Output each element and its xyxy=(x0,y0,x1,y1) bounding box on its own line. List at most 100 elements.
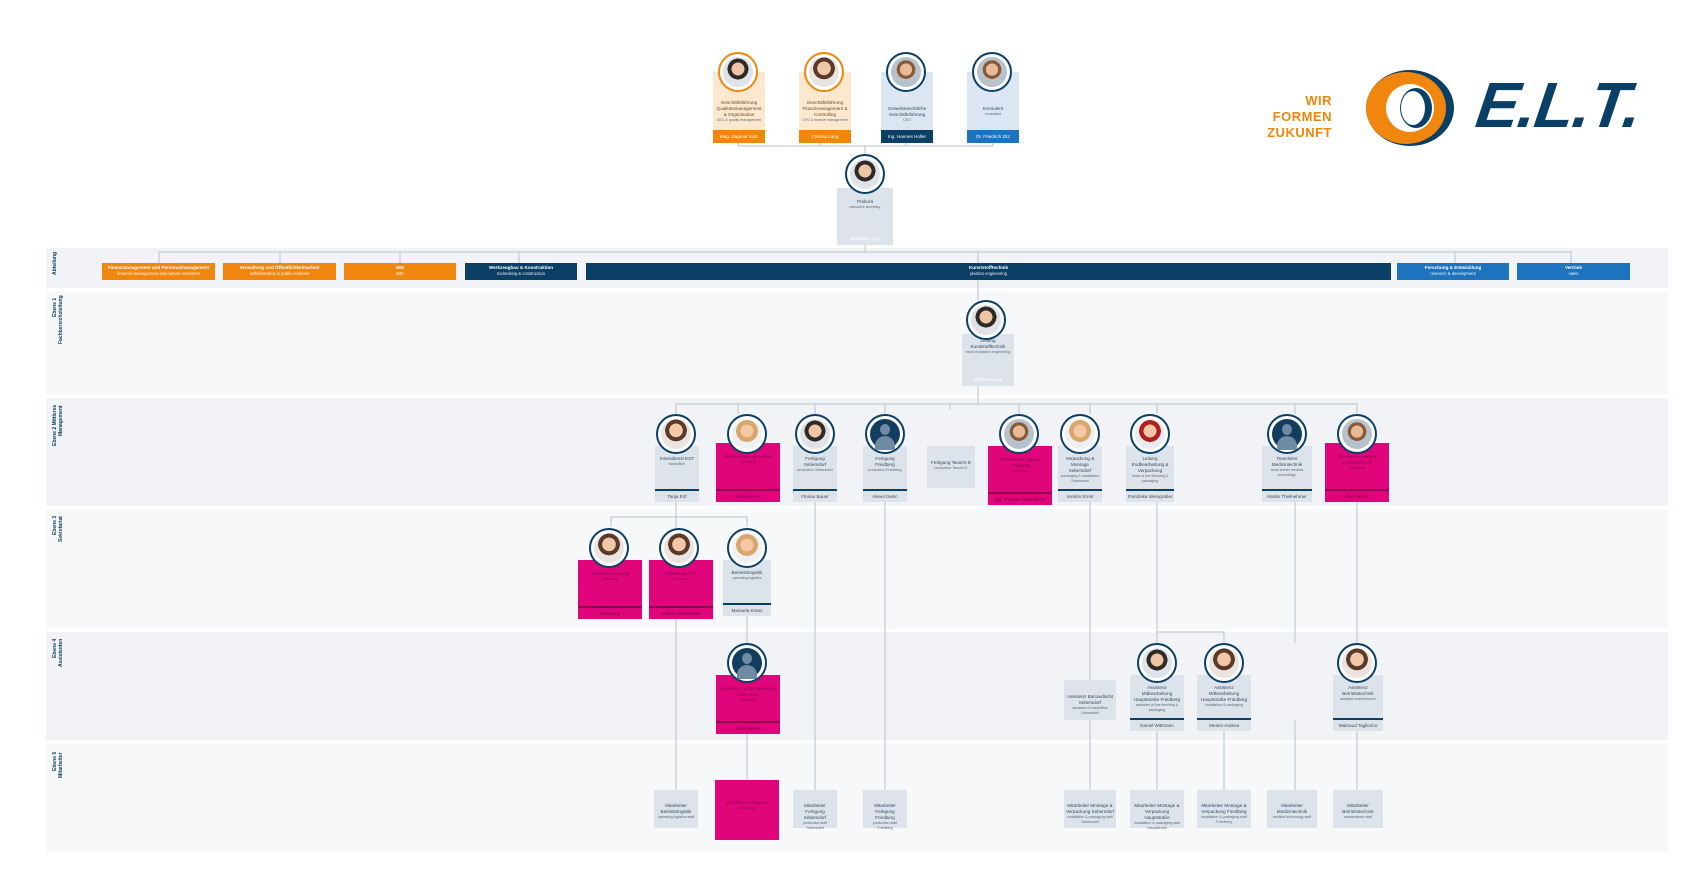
row-band-ebene-3 xyxy=(46,509,1668,629)
avatar xyxy=(1337,643,1377,683)
avatar xyxy=(1060,414,1100,454)
card-title: Fertigung Sebersdorf xyxy=(803,456,827,468)
dept-title: Vertrieb xyxy=(1564,265,1583,270)
dept-title: Werkzeugbau & Konstruktion xyxy=(488,265,554,270)
dept-title: Kunststofftechnik xyxy=(968,265,1009,270)
card-name: Übernahme xyxy=(716,721,780,734)
logo-tagline-line1: WIR FORMEN xyxy=(1272,93,1332,124)
card-title: Sekretariat KST xyxy=(664,570,698,576)
card-title: Assistenz Mitbearbeitung Hauptstraße Fri… xyxy=(1200,685,1248,703)
card-name: Dr. Friedrich Zitz xyxy=(967,130,1019,143)
card-name: Ing. Hannes Holler xyxy=(881,130,933,143)
card-sub: Übergang xyxy=(740,697,756,702)
card-title: Mitarbeiter Betriebstechnik xyxy=(1342,802,1374,814)
avatar xyxy=(865,414,905,454)
card-sub: head of plastics engineering xyxy=(965,350,1011,355)
card-sub: Übergang xyxy=(673,576,689,581)
card-title: Leitung Kunststofftechnik xyxy=(970,338,1006,350)
card-title: Leitung Endbearbeitung & Verpackung xyxy=(1131,456,1169,474)
card-title: Geschäftsführung Finanzmanagement & Cont… xyxy=(802,100,848,118)
card-sub: Übergang xyxy=(740,459,756,464)
card-title: Mitarbeiter Montage & Verpackung Sebersd… xyxy=(1066,802,1115,814)
card-title: Mitarbeiter Fertigung Friedberg xyxy=(874,802,896,820)
dept-sub: IMS xyxy=(396,271,404,276)
card-sub: CEO & quality management xyxy=(716,118,762,123)
dept-sub: research & development xyxy=(1430,271,1476,276)
row-band-ebene-2 xyxy=(46,398,1668,506)
elt-logo-icon xyxy=(1366,70,1454,146)
dept-title: Verwaltung und Öffentlichkeitsarbeit xyxy=(239,265,320,270)
card-title: Geschäftsführung Qualitätsmanagement & O… xyxy=(716,100,762,118)
avatar xyxy=(845,154,885,194)
card-title: Assistenz Betriebstechnik xyxy=(1342,685,1374,697)
dept-title: Forschung & Entwicklung xyxy=(1424,265,1482,270)
row-band-ebene-1 xyxy=(46,291,1668,395)
avatar xyxy=(1130,414,1170,454)
logo-wordmark: E.L.T. xyxy=(1471,69,1646,141)
card-name: Florian Bauer xyxy=(793,489,837,502)
row-band-ebene-5 xyxy=(46,743,1668,853)
card-title: Konsulent xyxy=(982,106,1004,112)
card-sub: installation & packaging staff Hauptstra… xyxy=(1134,820,1180,830)
card-sub: team leader medical technology xyxy=(1270,468,1304,478)
card-title: Fertigung Tausch-D xyxy=(930,460,971,466)
card-title: Teamleiter Medizintechnik xyxy=(1271,456,1303,468)
dept-sub: financial management and human resources xyxy=(117,271,200,276)
dept-sub: administration & public relations xyxy=(249,271,310,276)
card-assistant-finishing-2: Assistenz Mitbearbeitung Hauptstraße Fri… xyxy=(1197,675,1251,731)
card-sub: production Sebersdorf xyxy=(797,468,833,473)
avatar xyxy=(999,414,1039,454)
logo-tagline: WIR FORMEN ZUKUNFT xyxy=(1244,93,1332,141)
card-title: Innendienst KST xyxy=(660,456,694,462)
card-sub: maintenance staff xyxy=(1343,814,1373,819)
card-name: Steiner Andrea xyxy=(1197,718,1251,731)
card-sub: consultant xyxy=(984,112,1002,117)
card-sub: production Tausch-D xyxy=(934,466,968,471)
avatar xyxy=(589,528,629,568)
card-sub: production staff Friedberg xyxy=(872,820,898,830)
avatar xyxy=(1137,643,1177,683)
card-sub: assistant maintenance xyxy=(1340,697,1376,702)
avatar xyxy=(727,528,767,568)
card-title: Assistenz Mitbearbeitung Hauptstraße Fri… xyxy=(1133,685,1181,703)
card-title: Mitarbeiter Betriebslogistik xyxy=(660,802,692,814)
card-name: Übergang xyxy=(578,606,642,619)
card-name: Martin Theilnehmer xyxy=(1262,489,1312,502)
card-sub: medical technology staff xyxy=(1272,814,1312,819)
logo-tagline-line2: ZUKUNFT xyxy=(1267,125,1332,140)
card-name: Übernahme xyxy=(716,489,780,502)
card-name: Sabine Übernahme xyxy=(649,606,713,619)
row-band-ebene-4 xyxy=(46,632,1668,740)
card-sub: CFO & finance management xyxy=(802,118,848,123)
card-name: Ing. Thomas Übernahme xyxy=(988,492,1052,505)
card-staff-packaging-sebersdorf: Mitarbeiter Montage & Verpackung Sebersd… xyxy=(1064,790,1116,828)
avatar xyxy=(727,414,767,454)
avatar xyxy=(804,52,844,92)
card-sub: Übergang xyxy=(1349,465,1365,470)
card-title: Mitarbeiter Montage & Verpackung Friedbe… xyxy=(1201,802,1247,814)
card-sub: Übergang xyxy=(739,806,755,811)
dept-sub: plastics engineering xyxy=(969,271,1007,276)
card-name: Kerstin Ernst xyxy=(1058,489,1102,502)
avatar xyxy=(659,528,699,568)
card-title: Übernahme Leitung Medizintechnik xyxy=(1336,453,1378,465)
card-title: Verpackung & Montage Sebersdorf xyxy=(1065,456,1095,474)
avatar xyxy=(886,52,926,92)
